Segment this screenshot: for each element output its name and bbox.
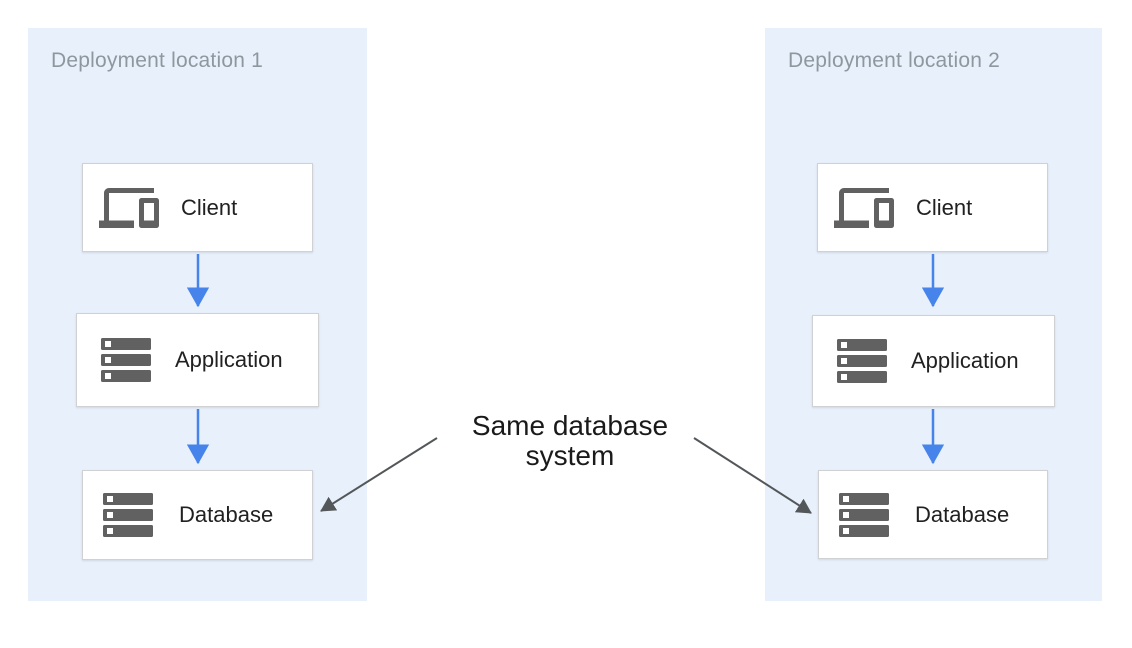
node-database-2: Database xyxy=(818,470,1048,559)
node-client-1: Client xyxy=(82,163,313,252)
server-stack-icon xyxy=(837,339,887,383)
devices-icon xyxy=(834,178,894,238)
annotation-line-2: system xyxy=(525,440,615,471)
annotation-line-1: Same database xyxy=(471,410,669,441)
annotation-same-database-system: Same database system xyxy=(472,411,668,471)
node-label: Client xyxy=(181,194,238,220)
server-stack-icon xyxy=(839,492,889,537)
node-application-2: Application xyxy=(812,315,1055,407)
panel-title: Deployment location 2 xyxy=(788,49,1000,72)
node-label: Application xyxy=(911,348,1019,373)
devices-icon xyxy=(99,178,159,238)
node-client-2: Client xyxy=(817,163,1048,252)
panel-title: Deployment location 1 xyxy=(51,49,263,72)
node-label: Client xyxy=(916,194,973,220)
node-label: Application xyxy=(175,347,283,372)
node-database-1: Database xyxy=(82,470,313,560)
node-label: Database xyxy=(915,501,1010,527)
server-stack-icon xyxy=(103,493,153,537)
node-label: Database xyxy=(179,502,274,527)
server-stack-icon xyxy=(101,338,151,382)
node-application-1: Application xyxy=(76,313,319,407)
